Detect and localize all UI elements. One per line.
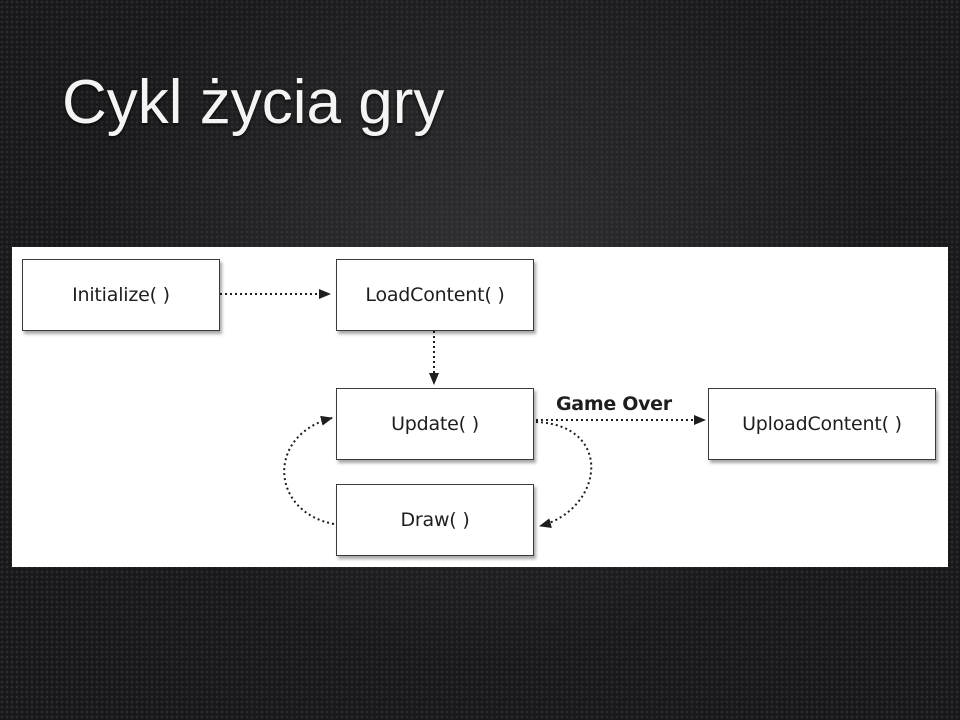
node-initialize: Initialize( ) — [22, 259, 220, 331]
edge-label-game-over: Game Over — [556, 393, 672, 415]
node-draw: Draw( ) — [336, 484, 534, 556]
node-loadcontent: LoadContent( ) — [336, 259, 534, 331]
game-lifecycle-diagram: Initialize( ) LoadContent( ) Update( ) U… — [12, 247, 948, 567]
slide-title: Cykl życia gry — [62, 68, 445, 137]
node-uploadcontent: UploadContent( ) — [708, 388, 936, 460]
node-update: Update( ) — [336, 388, 534, 460]
diagram-connectors — [220, 289, 706, 528]
arrow-draw-to-update — [283, 415, 335, 525]
node-update-label: Update( ) — [391, 413, 479, 435]
node-loadcontent-label: LoadContent( ) — [365, 284, 505, 306]
arrow-update-to-draw — [535, 421, 593, 528]
node-draw-label: Draw( ) — [400, 509, 470, 531]
node-uploadcontent-label: UploadContent( ) — [742, 413, 902, 435]
node-initialize-label: Initialize( ) — [72, 284, 170, 306]
